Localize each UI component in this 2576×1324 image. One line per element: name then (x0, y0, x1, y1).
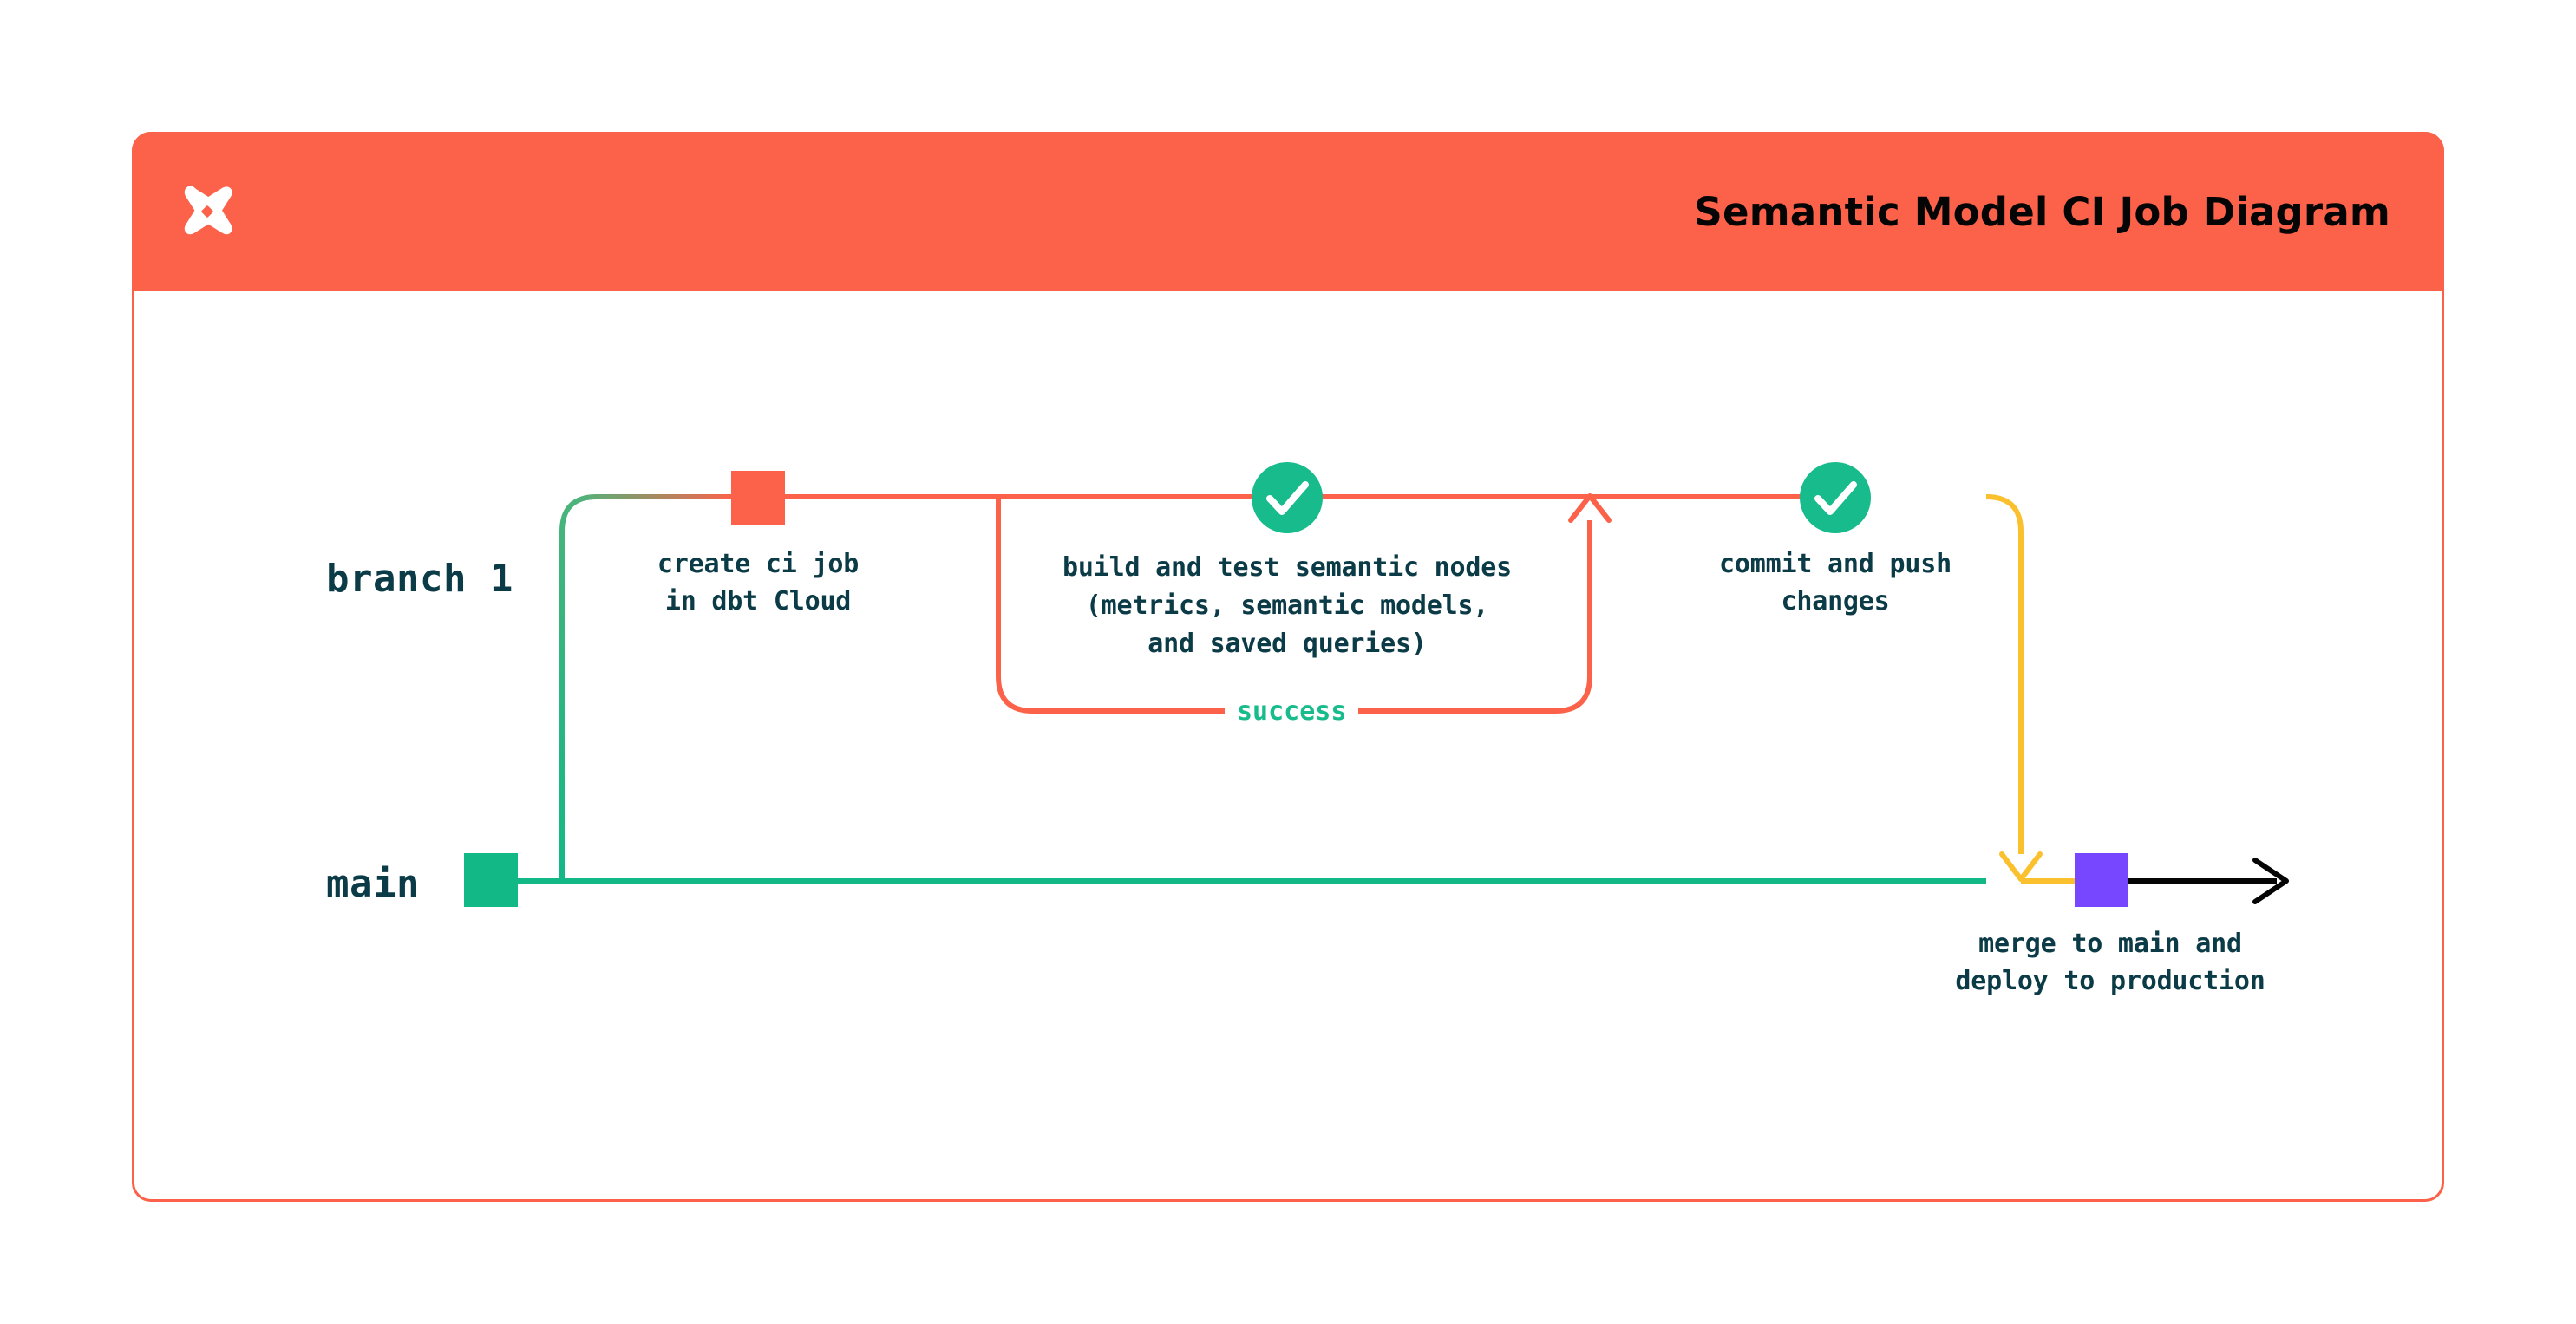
branch-label-main: main (326, 862, 420, 906)
card-body (134, 294, 2442, 1199)
node-label-commit-push-line2: changes (1781, 586, 1890, 616)
node-label-build-test-line1: build and test semantic nodes (1062, 552, 1512, 583)
card-header: Semantic Model CI Job Diagram (132, 132, 2444, 291)
node-label-create-ci-job-line2: in dbt Cloud (664, 586, 852, 616)
edge-label-success: success (1225, 696, 1359, 727)
diagram-card: Semantic Model CI Job Diagram (132, 132, 2444, 1202)
node-label-commit-push-line1: commit and push (1719, 549, 1952, 579)
node-label-merge-main-line2: deploy to production (1955, 966, 2265, 996)
page-title: Semantic Model CI Job Diagram (1694, 188, 2390, 235)
node-label-build-test-line2: (metrics, semantic models, (1085, 590, 1489, 621)
branch-label-branch-1: branch 1 (326, 557, 513, 601)
dbt-logo-icon (170, 174, 245, 249)
node-label-merge-main-line1: merge to main and (1978, 929, 2242, 959)
node-label-build-test-line3: and saved queries) (1147, 629, 1427, 659)
node-label-create-ci-job-line1: create ci job (657, 549, 860, 579)
